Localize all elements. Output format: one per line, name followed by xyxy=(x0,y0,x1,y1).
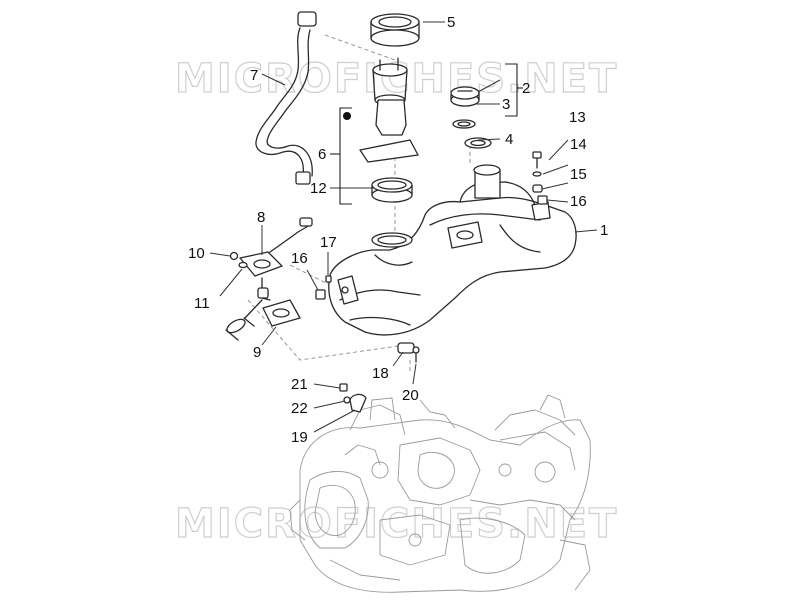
callout-10: 10 xyxy=(188,245,205,262)
callout-2: 2 xyxy=(522,80,530,97)
callout-7: 7 xyxy=(250,67,258,84)
callout-22: 22 xyxy=(291,400,308,417)
filler-seal xyxy=(464,137,492,149)
cap-gasket xyxy=(452,119,476,129)
sender-gasket xyxy=(262,299,301,327)
pump-gasket xyxy=(371,177,413,203)
callout-12: 12 xyxy=(310,180,327,197)
callout-labels: 5 7 2 3 4 6 12 13 14 15 16 1 8 10 11 9 1… xyxy=(188,14,608,446)
callout-14: 14 xyxy=(570,136,587,153)
fuel-tank xyxy=(328,164,577,336)
fuel-level-sender xyxy=(225,217,313,341)
callout-4: 4 xyxy=(505,131,513,148)
callout-9: 9 xyxy=(253,344,261,361)
callout-1: 1 xyxy=(600,222,608,239)
callout-21: 21 xyxy=(291,376,308,393)
callout-8: 8 xyxy=(257,209,265,226)
callout-18: 18 xyxy=(372,365,389,382)
fuel-pump xyxy=(359,57,419,163)
callout-13: 13 xyxy=(569,109,586,126)
callout-11: 11 xyxy=(194,295,210,312)
leader-lines xyxy=(209,21,598,433)
assembly-brackets xyxy=(330,63,523,205)
callout-5: 5 xyxy=(447,14,455,31)
kit-marker-dot xyxy=(343,112,351,120)
fuel-hose xyxy=(255,11,317,185)
callout-6: 6 xyxy=(318,146,326,163)
callout-16-left: 16 xyxy=(291,250,308,267)
callout-15: 15 xyxy=(570,166,587,183)
filler-cap xyxy=(450,86,480,107)
callout-20: 20 xyxy=(402,387,419,404)
watermark-bottom: MICROFICHES.NET xyxy=(175,501,618,547)
callout-16-right: 16 xyxy=(570,193,587,210)
callout-17: 17 xyxy=(320,234,337,251)
callout-3: 3 xyxy=(502,96,510,113)
callout-19: 19 xyxy=(291,429,308,446)
engine-assembly xyxy=(289,394,591,593)
ring-nut xyxy=(370,13,420,47)
